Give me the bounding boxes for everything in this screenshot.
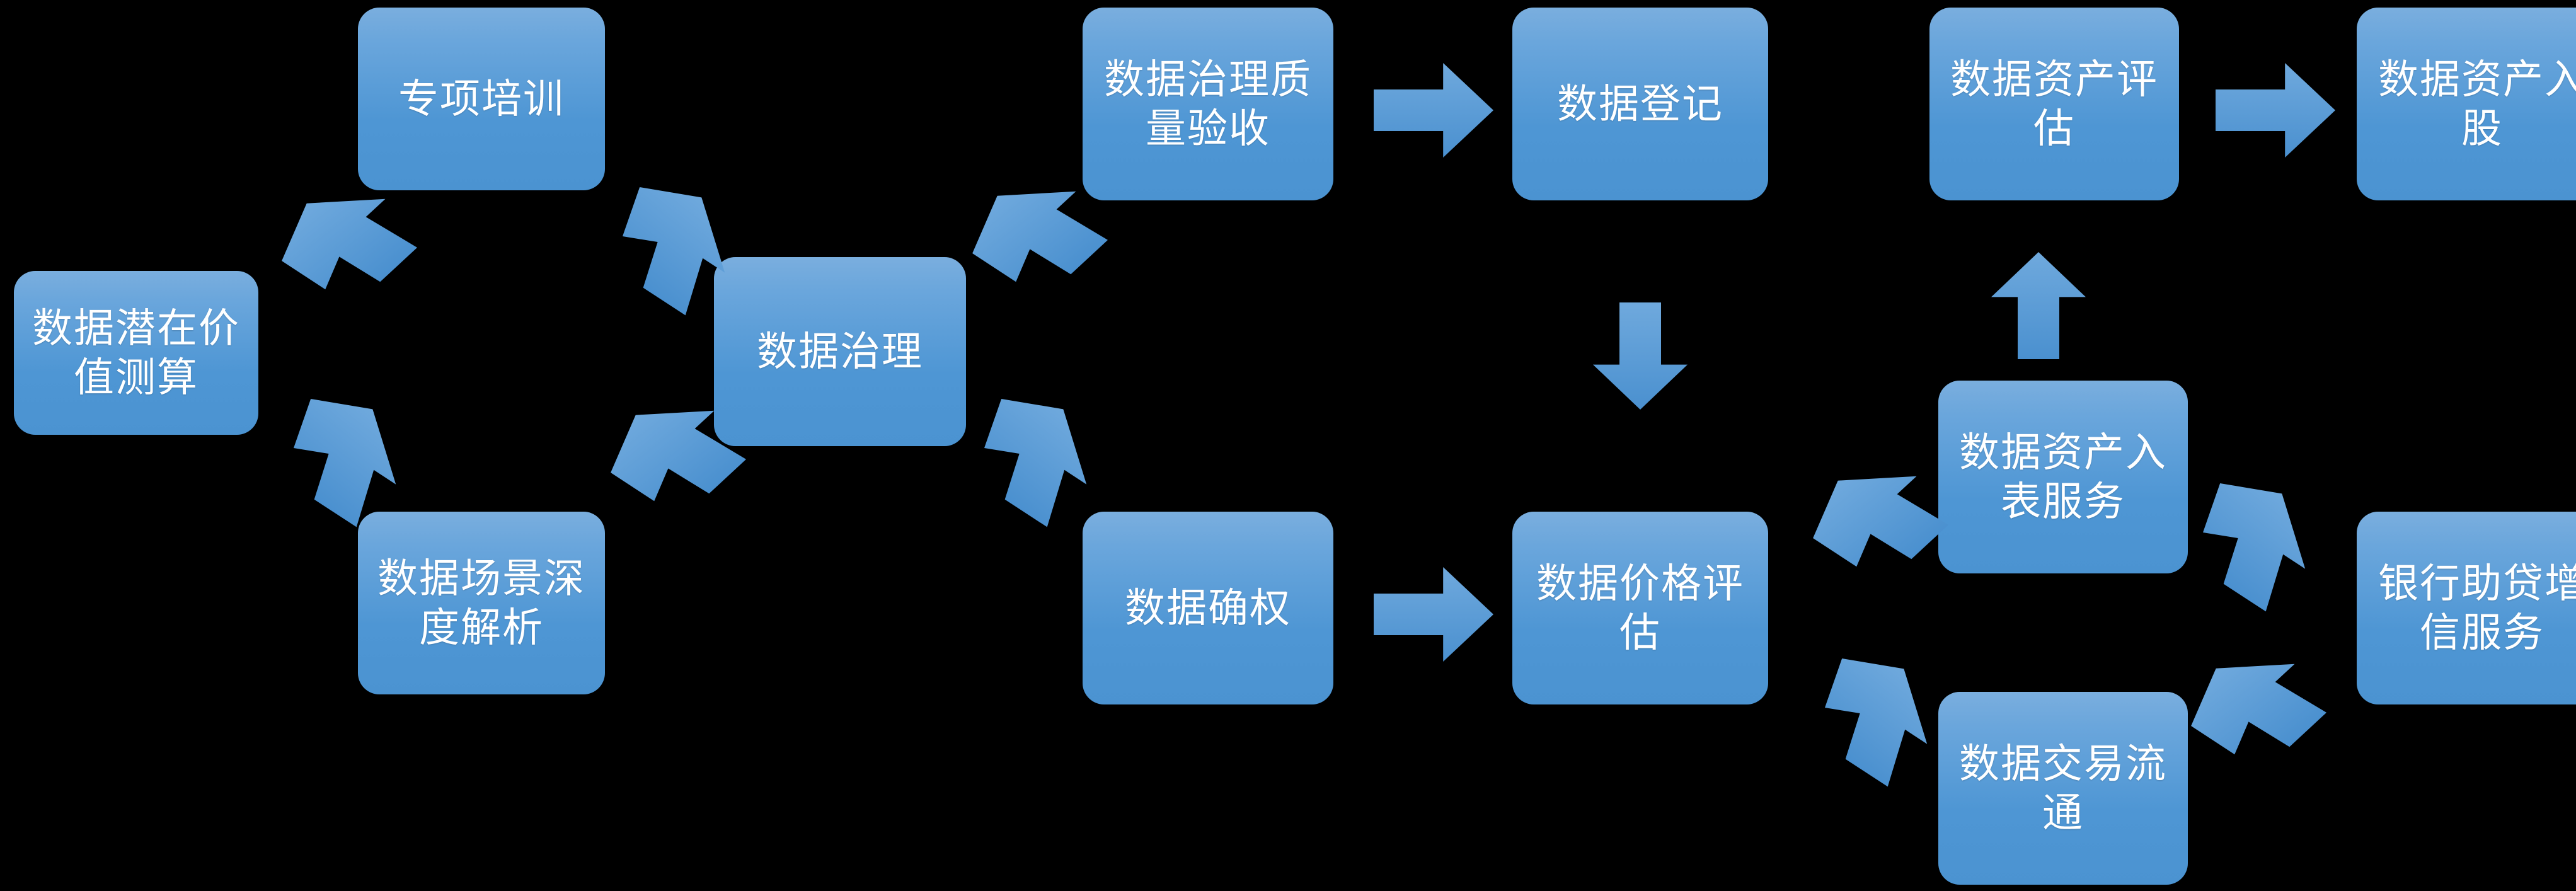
flow-arrow-bent-icon <box>2173 460 2333 618</box>
process-node-n6[interactable]: 数据登记 <box>1512 8 1768 200</box>
process-node-label: 数据资产入股 <box>2378 56 2576 151</box>
process-node-n8[interactable]: 数据资产入股 <box>2357 8 2576 200</box>
process-node-n9[interactable]: 数据确权 <box>1083 512 1333 704</box>
flow-arrow-bent-icon <box>2173 629 2333 787</box>
process-node-label: 数据确权 <box>1125 585 1291 631</box>
process-node-n13[interactable]: 银行助贷增信服务 <box>2357 512 2576 704</box>
process-node-n2[interactable]: 专项培训 <box>358 8 605 190</box>
process-node-label: 数据价格评估 <box>1536 560 1744 655</box>
flow-arrow-bent-icon <box>1795 441 1955 599</box>
flow-arrow-down-icon <box>1593 302 1688 410</box>
process-node-label: 数据资产入表服务 <box>1959 429 2167 524</box>
process-node-label: 数据登记 <box>1557 81 1723 127</box>
process-node-n10[interactable]: 数据价格评估 <box>1512 512 1768 704</box>
process-node-n11[interactable]: 数据资产入表服务 <box>1938 381 2188 573</box>
flow-arrow-bent-icon <box>263 164 423 322</box>
flow-arrow-right-icon <box>1374 567 1493 662</box>
process-node-n12[interactable]: 数据交易流通 <box>1938 692 2188 885</box>
process-node-n7[interactable]: 数据资产评估 <box>1929 8 2179 200</box>
flow-arrow-bent-icon <box>954 156 1114 314</box>
process-node-label: 专项培训 <box>398 76 565 122</box>
flow-arrow-bent-icon <box>954 376 1114 534</box>
process-node-label: 数据资产评估 <box>1950 56 2158 151</box>
process-node-label: 数据治理 <box>757 328 923 374</box>
process-node-label: 数据治理质量验收 <box>1104 56 1312 151</box>
flow-arrow-bent-icon <box>1795 635 1955 793</box>
process-node-n5[interactable]: 数据治理质量验收 <box>1083 8 1333 200</box>
process-node-n3[interactable]: 数据场景深度解析 <box>358 512 605 694</box>
process-node-label: 数据交易流通 <box>1959 740 2167 836</box>
flow-arrow-bent-icon <box>263 376 423 534</box>
process-node-label: 银行助贷增信服务 <box>2378 560 2576 655</box>
flow-arrow-bent-icon <box>592 164 752 322</box>
process-node-n1[interactable]: 数据潜在价值测算 <box>14 271 258 435</box>
process-node-label: 数据潜在价值测算 <box>32 305 240 400</box>
process-node-label: 数据场景深度解析 <box>377 555 585 650</box>
flow-arrow-right-icon <box>2216 63 2335 158</box>
flow-arrow-right-icon <box>1374 63 1493 158</box>
flow-arrow-bent-icon <box>592 376 752 534</box>
process-node-n4[interactable]: 数据治理 <box>714 257 966 446</box>
flow-arrow-up-icon <box>1991 252 2086 359</box>
